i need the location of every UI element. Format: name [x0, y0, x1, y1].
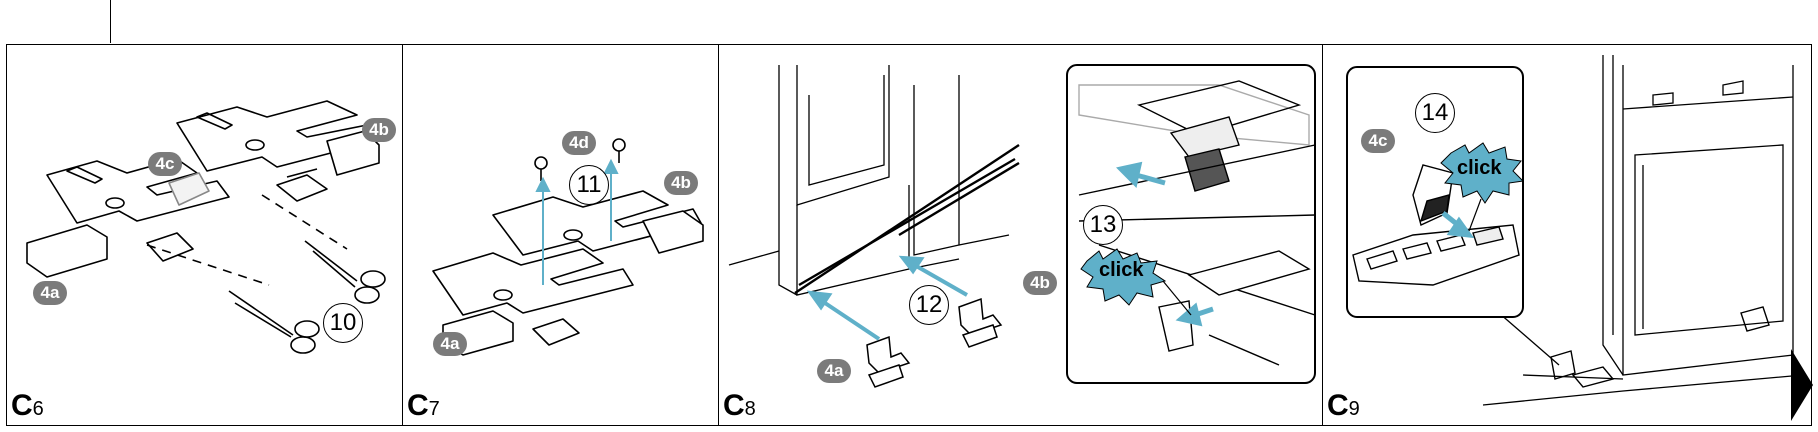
- clip-4c: [168, 172, 210, 206]
- panel-c9-illustration: [1346, 55, 1804, 406]
- screw-icon: [612, 138, 626, 163]
- panel-c7-illustration: [432, 138, 704, 356]
- badge-4b: 4b: [664, 171, 698, 195]
- panel-c8-illustration: [728, 64, 1316, 388]
- badge-4c: 4c: [148, 152, 182, 176]
- step-number-12: 12: [909, 285, 949, 325]
- click-starburst-icon: [1440, 142, 1525, 204]
- badge-4c: 4c: [1361, 129, 1395, 153]
- badge-4d: 4d: [562, 131, 596, 155]
- mounting-bracket-icon: [492, 190, 704, 256]
- badge-4b: 4b: [1023, 271, 1057, 295]
- panel-label-c8: C8: [723, 389, 756, 422]
- scissors-icon: [304, 240, 386, 304]
- fridge-outline-icon: [1482, 55, 1804, 406]
- step-number-13: 13: [1083, 205, 1123, 245]
- click-callout: click: [1457, 157, 1502, 179]
- badge-4a: 4a: [817, 359, 851, 383]
- step-number-10: 10: [323, 303, 363, 343]
- step-number-14: 14: [1415, 93, 1455, 133]
- badge-4b: 4b: [362, 118, 396, 142]
- step-number-11: 11: [569, 165, 609, 205]
- click-starburst-icon: [1080, 248, 1167, 306]
- panel-label-c7: C7: [407, 389, 440, 422]
- panel-label-c9: C9: [1327, 389, 1360, 422]
- panel-c7: 4d 11 4b 4a C7: [403, 45, 719, 425]
- mounting-bracket-icon: [176, 100, 380, 202]
- scissors-icon: [228, 290, 320, 354]
- mounting-bracket-icon: [1550, 306, 1770, 388]
- mounting-bracket-icon: [26, 158, 230, 278]
- fridge-outline-icon: [728, 65, 1010, 296]
- click-callout: click: [1099, 259, 1144, 281]
- top-bar: [0, 0, 1818, 44]
- panel-c8: 12 13 4b 4a click C8: [719, 45, 1323, 425]
- badge-4a: 4a: [33, 281, 67, 305]
- next-page-arrow-icon: [1791, 349, 1813, 421]
- top-left-cell: [0, 0, 111, 43]
- panel-c6-illustration: [26, 100, 386, 354]
- screw-icon: [534, 156, 548, 181]
- panel-c9: 14 4c click C9: [1323, 45, 1813, 425]
- mounting-bracket-icon: [958, 297, 1003, 348]
- badge-4a: 4a: [433, 332, 467, 356]
- panel-label-c6: C6: [11, 389, 44, 422]
- instruction-strip: 4b 4c 4a 10 C6: [6, 44, 1813, 426]
- panel-c6: 4b 4c 4a 10 C6: [7, 45, 403, 425]
- mounting-bracket-icon: [866, 335, 911, 388]
